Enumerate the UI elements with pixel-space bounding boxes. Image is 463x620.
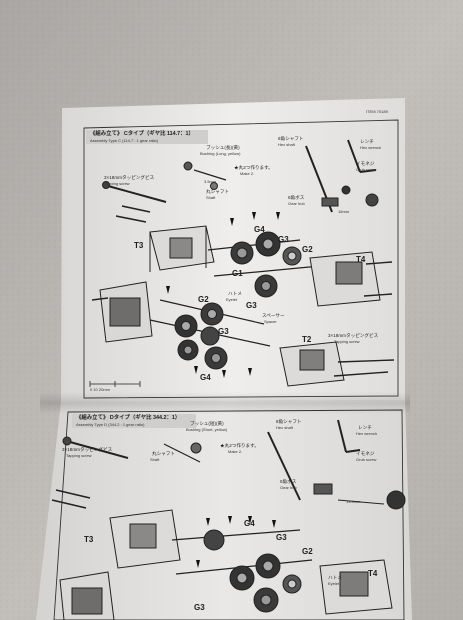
s2-shaft-jp: 丸シャフト xyxy=(152,451,175,456)
s1-eyelet-jp: ハトメ xyxy=(228,291,242,296)
s1-hexshaft-jp: 6角シャフト xyxy=(278,136,304,141)
s1-dim-35: 3.5mm xyxy=(204,179,217,184)
section2-subtitle: Assembly Type D (344.2 : 1 gear ratio) xyxy=(76,422,145,427)
s2-grub-jp: イモネジ xyxy=(356,451,375,456)
s1-wrench-en: Hex wrench xyxy=(360,145,382,150)
section2-title: 《組み立て》 Dタイプ（ギヤ比 344.2：1） xyxy=(76,415,181,421)
s1-part-t2: T2 xyxy=(302,335,312,344)
s1-spacer-jp: スペーサー xyxy=(262,313,285,318)
s1-tapping-jp: 3×18mmタッピングビス xyxy=(104,175,155,180)
section1-title: 《組み立て》 Cタイプ（ギヤ比 114.7：1） xyxy=(90,131,194,137)
s2-part-g4: G4 xyxy=(244,519,255,528)
s1-part-g1: G1 xyxy=(232,269,243,278)
s1-part-g3c: G3 xyxy=(218,327,229,336)
s2-hexshaft-jp: 6角シャフト xyxy=(276,419,302,424)
s1-part-t4: T4 xyxy=(356,255,366,264)
section2-assembly-drawing xyxy=(51,419,406,620)
s1-grub-jp: イモネジ xyxy=(356,161,375,166)
s2-bushing-jp: ブッシュ(短)(黄) xyxy=(190,421,224,426)
s1-part-g2b: G2 xyxy=(198,295,209,304)
s1-shaft-en: Shaft xyxy=(206,195,216,200)
s2-tapping-en: Tapping screw xyxy=(66,453,92,458)
s1-wrench-jp: レンチ xyxy=(360,139,374,144)
s1-hexshaft-en: Hex shaft xyxy=(278,142,295,147)
s2-wrench-jp: レンチ xyxy=(358,425,372,430)
section1-subtitle: Assembly Type C (114.7 : 1 gear ratio) xyxy=(90,138,159,143)
s2-motor-note-en: Make 2. xyxy=(228,449,243,454)
s2-motor-note: ★丸2つ作ります。 xyxy=(220,443,259,448)
s2-part-t3: T3 xyxy=(84,535,94,544)
section1-assembly-drawing xyxy=(89,139,395,387)
s2-eyelet-jp: ハトメ xyxy=(328,575,342,580)
s1-gearhub-jp: 6角ボス xyxy=(288,195,305,200)
s2-eyelet-en: Eyelet xyxy=(328,581,340,586)
s2-shaft-en: Shaft xyxy=(150,457,160,462)
s2-part-t4: T4 xyxy=(368,569,378,578)
s2-grub-en: Grub screw xyxy=(356,457,377,462)
s1-bushing-en: Bushing (Long, yellow) xyxy=(200,151,241,156)
s1-tapping2-en: Tapping screw xyxy=(334,339,360,344)
s1-motor-note-en: Make 2. xyxy=(240,171,255,176)
s2-bushing-en: Bushing (Short, yellow) xyxy=(186,427,228,432)
s1-part-g4b: G4 xyxy=(200,373,211,382)
s1-gearhub-en: Gear hub xyxy=(288,201,305,206)
s1-spacer-en: Spacer xyxy=(264,319,277,324)
s1-grub-en: Grub screw xyxy=(356,167,377,172)
s2-dim-135: 13.5mm xyxy=(346,499,361,504)
s1-part-g4a: G4 xyxy=(254,225,265,234)
s2-wrench-en: Hex wrench xyxy=(356,431,378,436)
item-code: ITEM 70189 xyxy=(366,109,388,114)
s1-part-g3b: G3 xyxy=(246,301,257,310)
s1-part-g2a: G2 xyxy=(302,245,313,254)
s1-scale: 0 10 20mm xyxy=(90,387,111,392)
s2-tapping-jp: 3×18mmタッピングビス xyxy=(62,447,113,452)
s1-bushing-jp: ブッシュ(長)(黄) xyxy=(206,145,240,150)
s1-eyelet-en: Eyelet xyxy=(226,297,238,302)
s2-part-g3b: G3 xyxy=(194,603,205,612)
s1-motor-note: ★丸2つ作ります。 xyxy=(234,165,273,170)
s2-gearhub-jp: 6角ボス xyxy=(280,479,297,484)
s1-part-g3a: G3 xyxy=(278,235,289,244)
s1-tapping-en: Tapping screw xyxy=(104,181,130,186)
s1-shaft-jp: 丸シャフト xyxy=(206,189,229,194)
s1-tapping2-jp: 3×18mmタッピングビス xyxy=(328,333,379,338)
s1-part-t3: T3 xyxy=(134,241,144,250)
s1-dim-16: 16mm xyxy=(338,209,350,214)
s2-part-g3a: G3 xyxy=(276,533,287,542)
s2-part-g2: G2 xyxy=(302,547,313,556)
s2-hexshaft-en: Hex shaft xyxy=(276,425,293,430)
s2-gearhub-en: Gear hub xyxy=(280,485,297,490)
